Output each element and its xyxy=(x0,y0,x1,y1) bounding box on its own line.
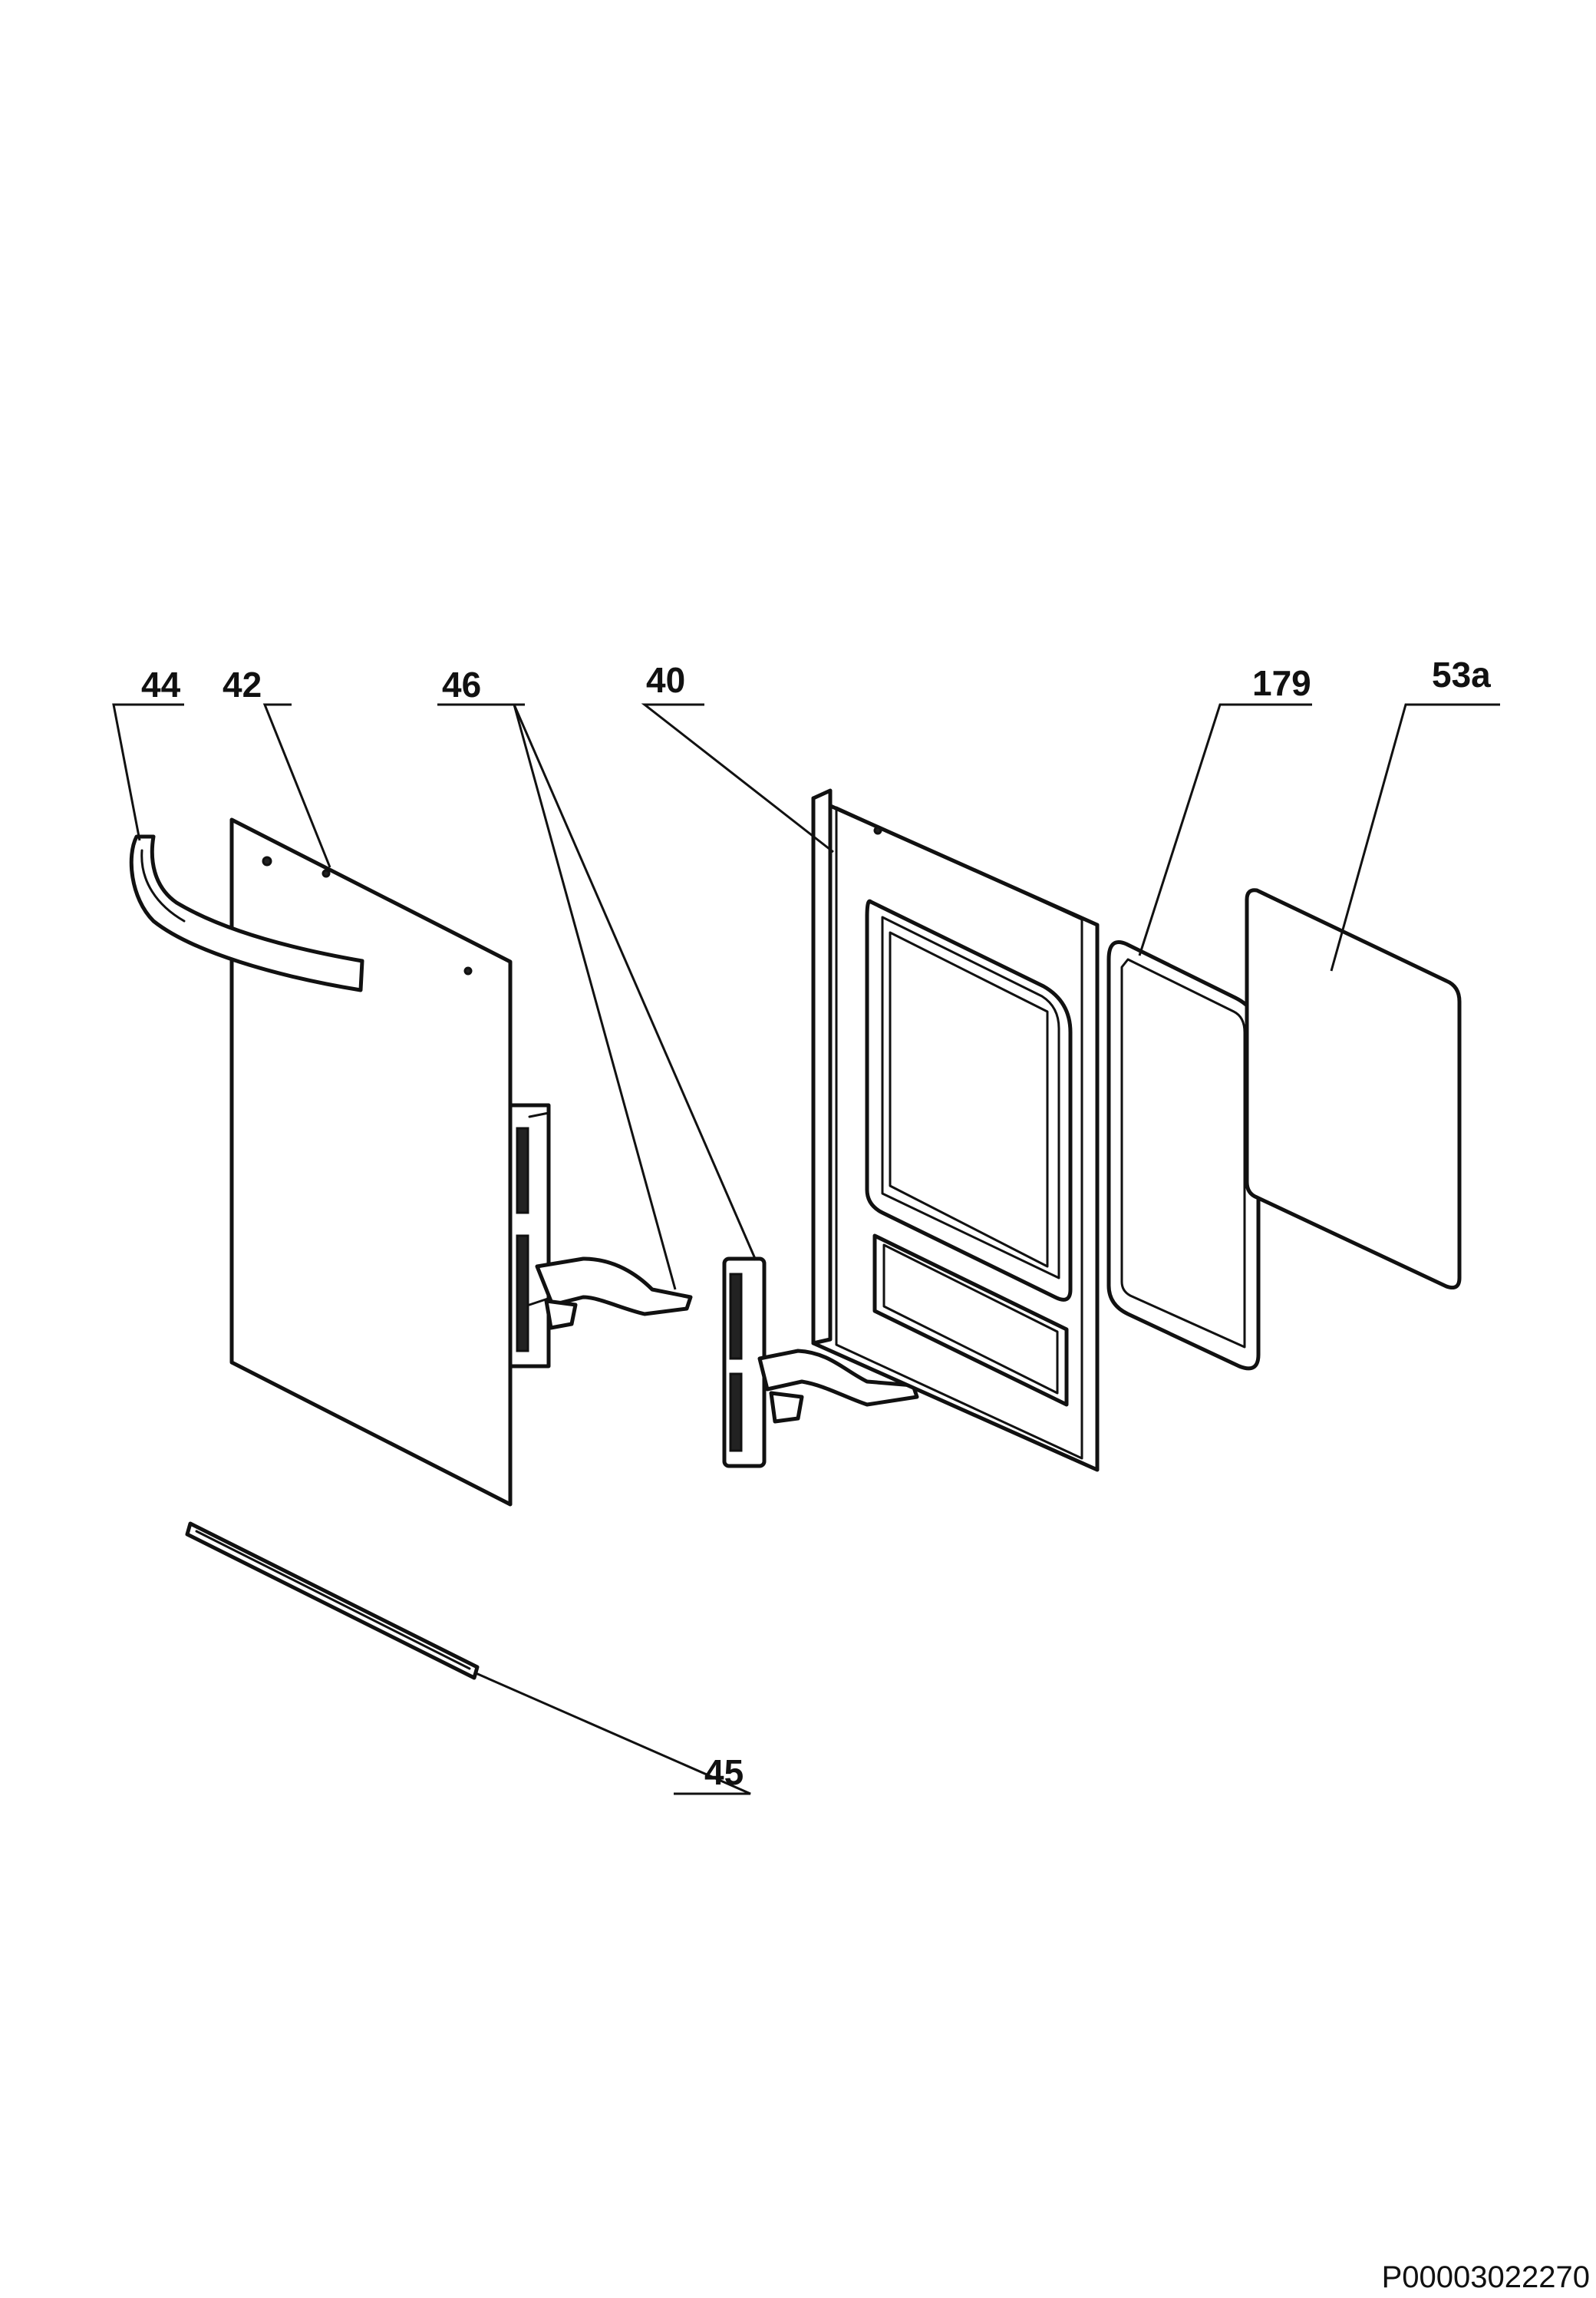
callout-labels: 44 42 46 40 179 53a 45 xyxy=(141,655,1491,1792)
callout-45: 45 xyxy=(704,1752,744,1792)
callout-42: 42 xyxy=(223,665,262,705)
callout-46: 46 xyxy=(442,665,481,705)
callout-40: 40 xyxy=(646,660,685,700)
frame-lower-vent xyxy=(872,1233,1069,1407)
callout-179: 179 xyxy=(1252,663,1311,703)
bottom-trim-strip xyxy=(185,1521,480,1680)
inner-glass-pane xyxy=(1245,888,1462,1290)
outer-door-panel xyxy=(229,817,693,1507)
inner-door-frame xyxy=(811,788,1100,1472)
leader-lines xyxy=(112,703,1500,1795)
frame-window-opening xyxy=(865,899,1073,1302)
callout-53a: 53a xyxy=(1432,655,1491,695)
glass-seal-gasket xyxy=(1106,940,1261,1371)
hinge-assembly xyxy=(722,1256,919,1468)
panel-hinge-bracket xyxy=(508,1103,554,1369)
reference-code: P00003022270 xyxy=(1381,2260,1590,2294)
callout-44: 44 xyxy=(141,665,181,705)
door-handle xyxy=(129,834,364,992)
